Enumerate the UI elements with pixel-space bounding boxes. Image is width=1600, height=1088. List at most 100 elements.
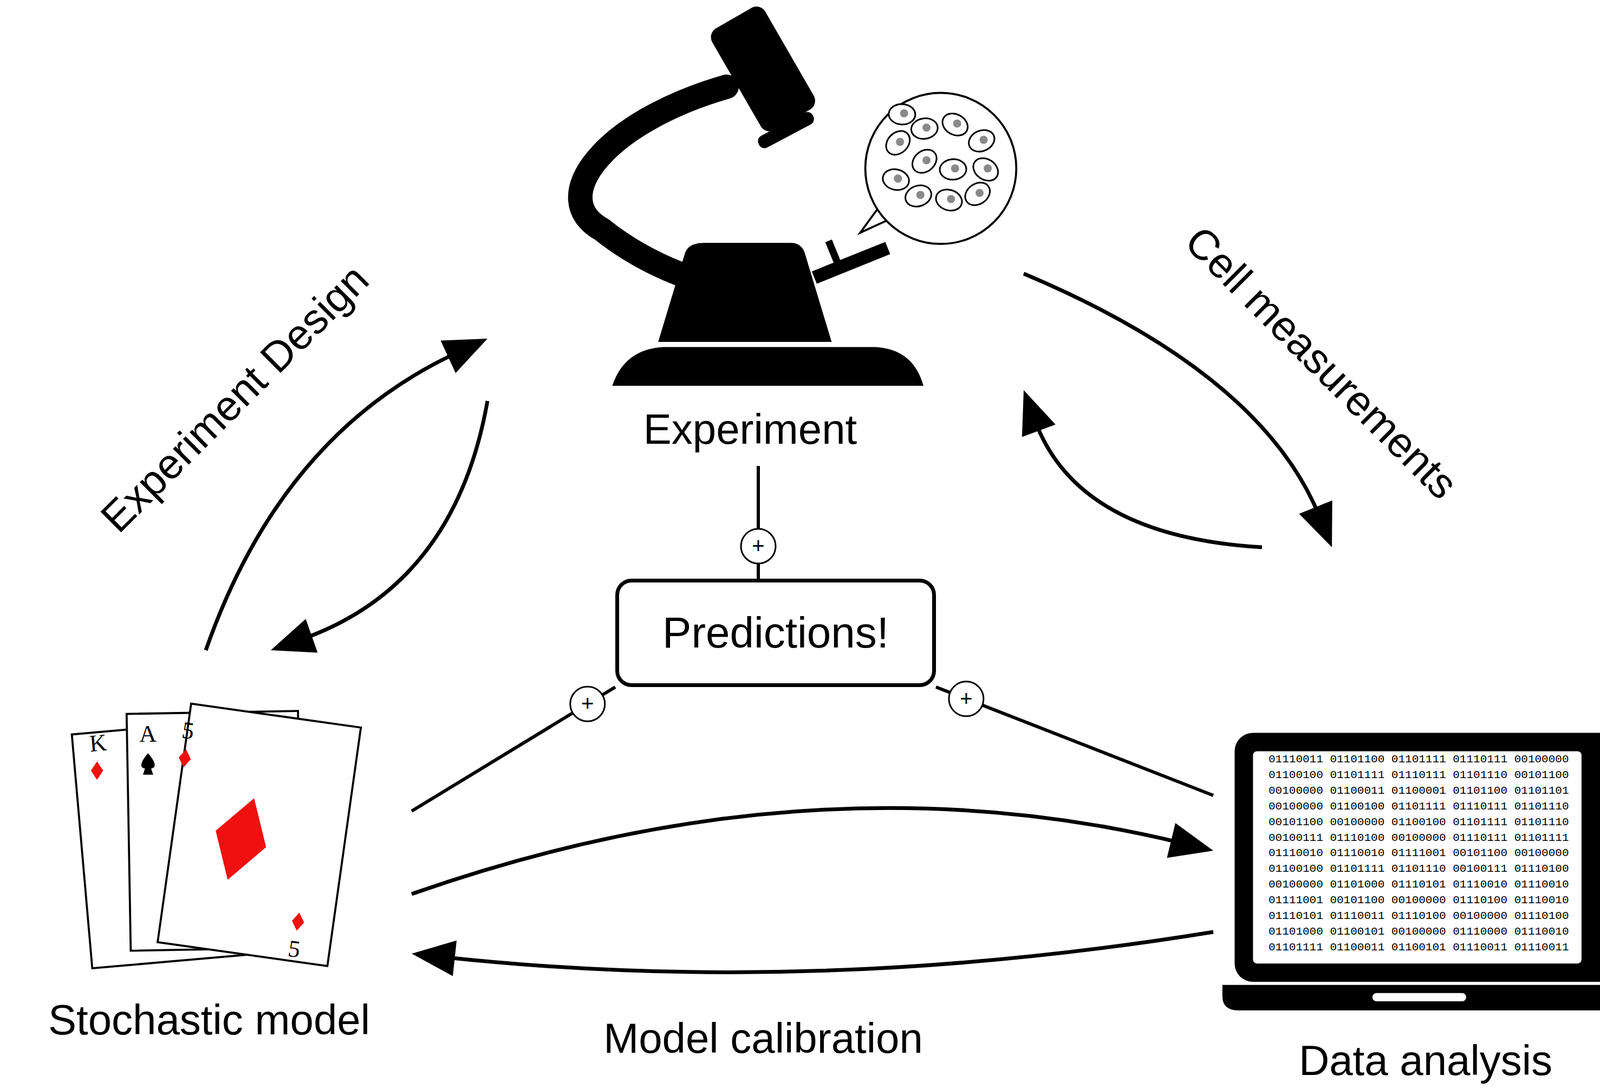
cell-nucleus [900,109,909,118]
cell [939,158,967,181]
binary-row: 00100000 01100100 01101111 01110111 0110… [1268,800,1570,812]
cell-nucleus [979,135,988,145]
cell-nucleus [916,190,925,199]
connector-line [444,931,1214,972]
experiment-node: Experiment [487,5,1024,466]
microscope-base [612,346,924,386]
connector-line [1035,420,1263,548]
cell [907,144,942,178]
cards-icon [72,703,362,968]
cell [880,166,912,193]
laptop-screen [1252,750,1582,964]
microscope-body [658,242,832,342]
binary-row: 00100000 01100011 01100001 01101100 0110… [1268,784,1570,797]
cell-nucleus [975,188,984,197]
curved-arrow [1022,389,1263,548]
plus-sign: + [959,687,973,710]
connector-line [411,686,616,811]
binary-row: 00100000 01101000 01110101 01110010 0111… [1268,878,1570,890]
cell [968,153,1003,186]
cell [938,108,972,140]
diamond-center [202,789,280,888]
link-line [740,465,776,579]
arrow-head [1022,389,1056,437]
connector-line [205,352,459,650]
plus-circle [948,681,984,717]
cell [909,116,940,141]
curved-arrow [411,931,1214,976]
cell-nucleus [953,119,962,128]
binary-row: 00101100 00100000 01100100 01101111 0110… [1268,816,1570,828]
cell-cluster [880,103,1003,214]
cell [960,177,995,210]
laptop-slot [1372,992,1467,1001]
curved-arrow [411,807,1214,894]
microscope-clip [828,241,838,264]
cell-nucleus [946,194,955,204]
binary-row: 01100100 01101111 01110111 01101110 0010… [1268,769,1570,781]
plus-circle [740,528,776,564]
link-line [411,686,616,811]
box-label: Predictions! [662,608,889,657]
laptop-base [1222,984,1600,1011]
arrow-head [1166,822,1214,858]
edge-label: Cell measurements [1178,218,1466,506]
cell [881,126,915,160]
card-index: A [139,722,158,747]
cell [933,186,965,214]
diamond-pip [90,761,104,780]
card-index: 5 [180,718,196,744]
connector-line [1023,273,1320,517]
diamond-pip [290,911,306,932]
cell-nucleus [893,174,902,183]
curved-arrow [205,338,488,650]
analysis-node: Data analysis [1213,547,1600,1084]
cell-nucleus [895,137,904,146]
connector-line [301,400,488,640]
diamond-pip [177,748,193,769]
binary-row: 01101000 01100101 00100000 01110000 0111… [1268,925,1570,938]
cell-nucleus [922,155,931,165]
card-five [157,703,361,966]
plus-circle [570,686,606,721]
link-line [935,681,1214,796]
cell-nucleus [983,164,992,173]
cell [965,126,998,156]
arrow-head [1298,499,1332,548]
cell [902,181,935,211]
arrow-head [270,618,318,653]
card-index: 5 [286,936,302,962]
edge-label: Model calibration [603,1016,923,1059]
arrow-head [440,338,488,373]
curved-arrow [1023,273,1333,548]
plus-sign: + [751,534,765,557]
binary-row: 01100100 01101111 01101110 00100111 0111… [1268,862,1570,875]
curved-arrow [270,400,488,653]
binary-row: 01110011 01101100 01101111 01110111 0010… [1268,753,1570,765]
binary-row: 01110101 01110011 01110100 00100000 0111… [1268,909,1570,922]
arrow-head [411,940,457,977]
node-label: Data analysis [1298,1037,1553,1084]
sample-bubble [865,92,1017,244]
microscope-icon [580,2,1017,386]
binary-row: 00100111 01110100 00100000 01110111 0110… [1268,831,1570,844]
spade-pip [141,752,155,775]
cell [888,103,916,125]
cell-nucleus [951,164,960,173]
model-node: Stochastic model [21,649,412,1057]
edge-label: Experiment Design [93,256,376,539]
predictions-box: Predictions! [615,578,936,687]
plus-sign: + [581,692,594,714]
laptop-icon [1222,732,1600,1010]
binary-row: 01111001 00101100 00100000 01110100 0111… [1268,894,1570,906]
binary-row: 01110010 01110010 01111001 00101100 0010… [1268,847,1570,859]
microscope-stage [814,248,888,278]
card-index: K [88,730,108,757]
binary-row: 01101111 01100011 01100101 01110011 0111… [1268,941,1570,953]
cell-nucleus [922,123,931,132]
microscope-eyepiece [755,109,816,151]
